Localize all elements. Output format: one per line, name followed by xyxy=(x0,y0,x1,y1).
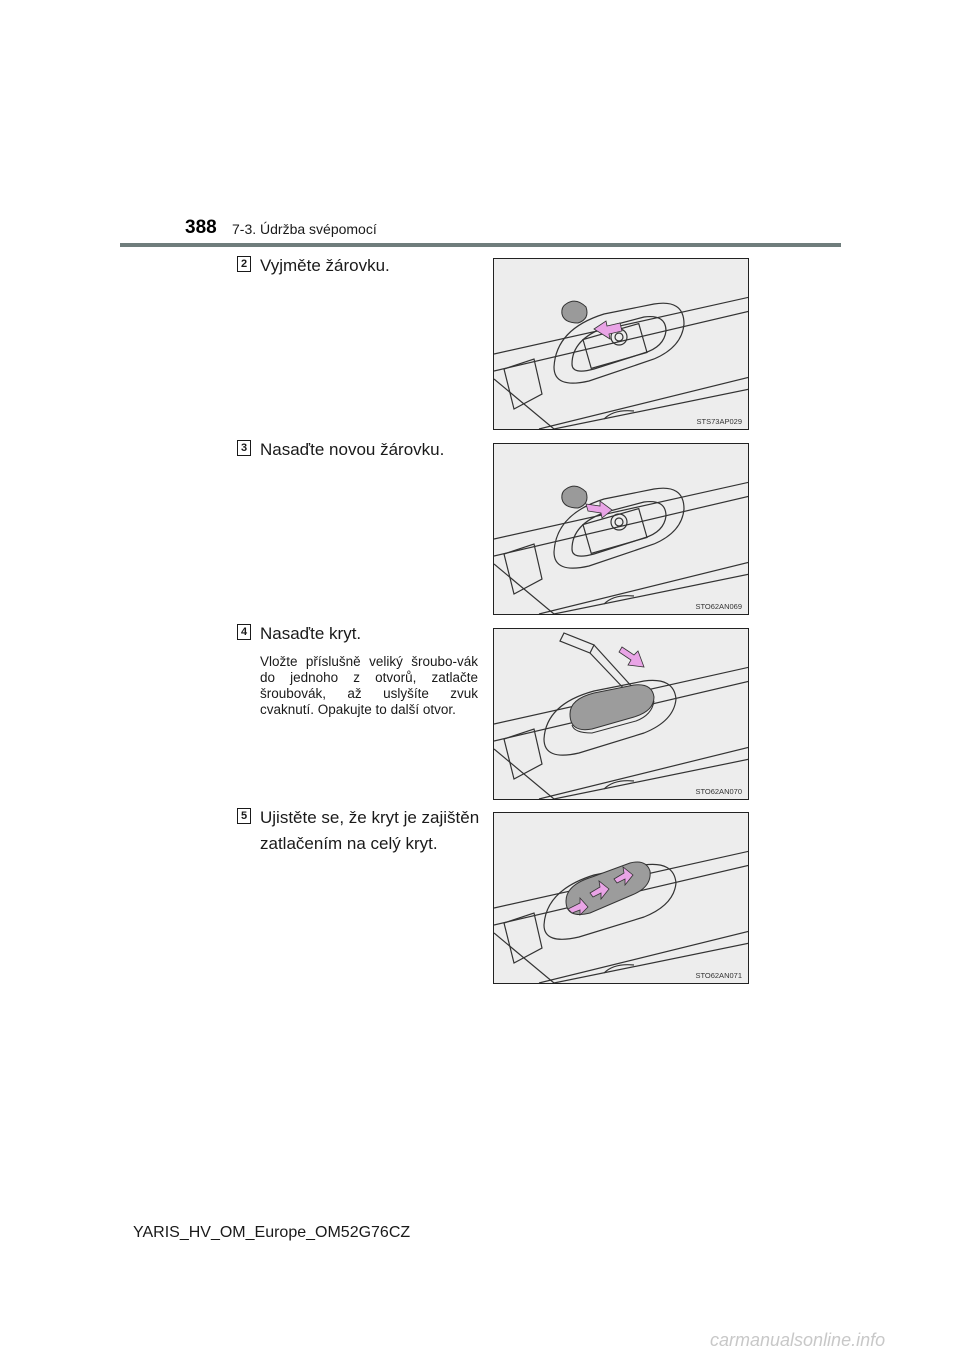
step-number-badge: 5 xyxy=(237,808,251,824)
lamp-install-illustration xyxy=(494,481,748,614)
watermark: carmanualsonline.info xyxy=(710,1330,886,1350)
lamp-removal-illustration xyxy=(494,296,748,429)
figure-code: STO62AN070 xyxy=(694,787,743,796)
figure-code: STO62AN071 xyxy=(694,971,743,980)
step-illustration: STO62AN069 xyxy=(493,443,749,615)
step-description: Vložte příslušně veliký šroubo-vák do je… xyxy=(260,654,478,717)
page-number: 388 xyxy=(185,217,217,238)
step-illustration: STO62AN071 xyxy=(493,812,749,984)
step-instruction: Nasaďte novou žárovku. xyxy=(260,440,445,459)
cover-install-illustration xyxy=(494,632,748,799)
document-code: YARIS_HV_OM_Europe_OM52G76CZ xyxy=(133,1224,411,1241)
step-number-badge: 3 xyxy=(237,440,251,456)
step-number-badge: 4 xyxy=(237,624,251,640)
step-instruction: Vyjměte žárovku. xyxy=(260,256,390,275)
figure-code: STS73AP029 xyxy=(695,417,743,426)
step-number-badge: 2 xyxy=(237,256,251,272)
step-illustration: STO62AN070 xyxy=(493,628,749,800)
step-instruction: Nasaďte kryt. xyxy=(260,624,362,643)
step-instruction: Ujistěte se, že kryt je zajištěn zatlače… xyxy=(260,808,480,853)
cover-check-illustration xyxy=(494,850,748,983)
header-rule xyxy=(120,243,841,247)
section-title: 7-3. Údržba svépomocí xyxy=(232,221,377,237)
figure-code: STO62AN069 xyxy=(694,602,743,611)
step-illustration: STS73AP029 xyxy=(493,258,749,430)
